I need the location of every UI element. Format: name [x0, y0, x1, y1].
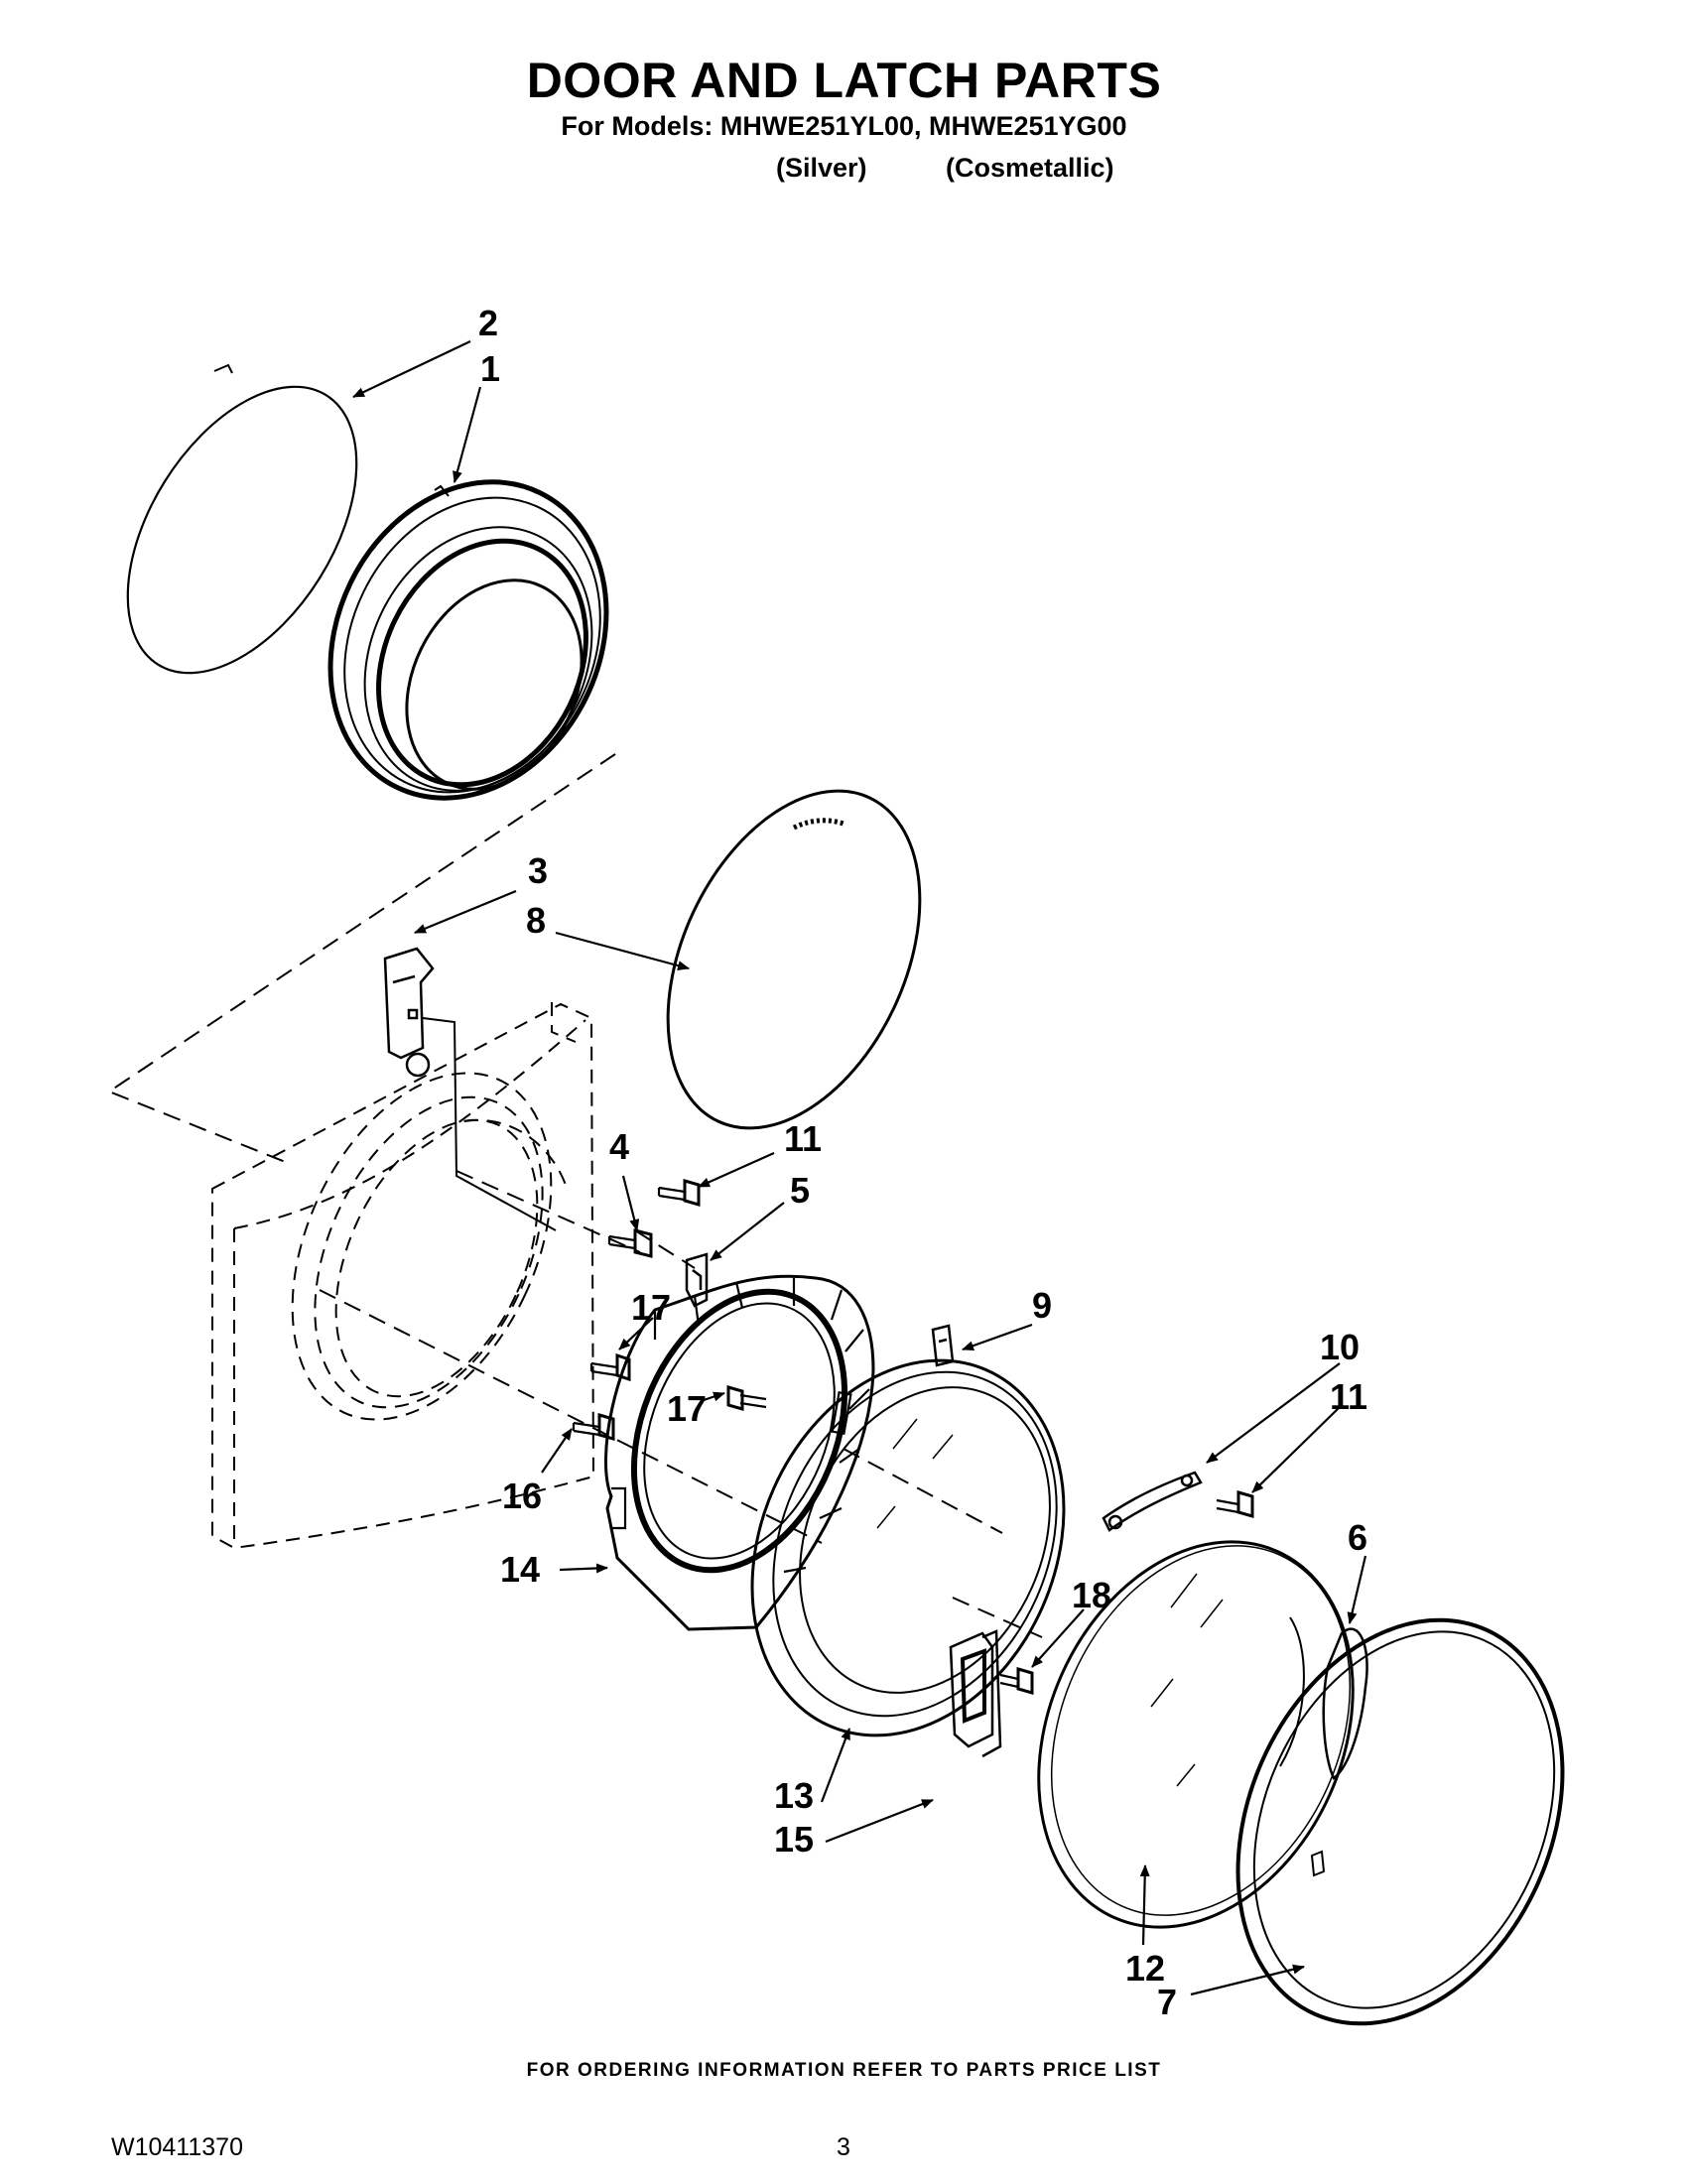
callout-15: 15	[774, 1819, 814, 1860]
callout-10: 10	[1320, 1327, 1360, 1367]
part-1-door-boot	[327, 479, 609, 801]
part-8-inner-clamp	[666, 789, 922, 1130]
callout-11-lower: 11	[1330, 1376, 1367, 1417]
part-7-outer-door-ring	[1235, 1617, 1565, 2026]
callout-8: 8	[526, 900, 546, 941]
variant-silver-label: (Silver)	[776, 153, 867, 183]
callout-17-left: 17	[631, 1287, 671, 1328]
callout-5: 5	[790, 1170, 810, 1211]
part-17-screw-left	[589, 1352, 631, 1382]
callout-2: 2	[478, 303, 498, 343]
leader-arrows	[352, 340, 1367, 1996]
callout-13: 13	[774, 1775, 814, 1816]
callout-9: 9	[1032, 1285, 1052, 1326]
ordering-info-note: FOR ORDERING INFORMATION REFER TO PARTS …	[526, 2060, 1162, 2081]
part-13-door-glass-bowl	[750, 1358, 1066, 1737]
callout-3: 3	[528, 850, 548, 891]
part-2-clamp-ring	[126, 363, 358, 675]
callout-1: 1	[480, 348, 500, 389]
part-5-latch-bracket	[685, 1252, 709, 1308]
callout-11-upper: 11	[784, 1118, 822, 1159]
part-11-screw-lower	[1216, 1490, 1254, 1518]
callout-4: 4	[609, 1126, 629, 1167]
part-16-screw	[572, 1413, 615, 1441]
page-number: 3	[837, 2133, 850, 2161]
part-15-handle-assembly	[949, 1629, 1002, 1758]
front-panel-outline	[211, 1002, 595, 1550]
page-title: DOOR AND LATCH PARTS	[526, 53, 1162, 108]
callout-14: 14	[500, 1549, 540, 1590]
part-14-inner-door-frame	[604, 1274, 875, 1631]
part-3-door-switch	[383, 947, 557, 1231]
callout-16: 16	[502, 1476, 542, 1516]
document-number: W10411370	[111, 2133, 243, 2161]
callout-6: 6	[1348, 1517, 1367, 1558]
models-line: For Models: MHWE251YL00, MHWE251YG00	[561, 111, 1127, 141]
part-11-screw-upper	[657, 1179, 701, 1207]
part-12-outer-glass	[1037, 1540, 1355, 1929]
part-17-screw-right	[726, 1385, 767, 1411]
assembly-lines	[106, 753, 1043, 1638]
part-18-screw	[999, 1667, 1034, 1695]
variant-cosmetallic-label: (Cosmetallic)	[946, 153, 1114, 183]
part-10-hinge	[1102, 1471, 1203, 1532]
callout-17-right: 17	[667, 1388, 707, 1429]
callout-7: 7	[1157, 1982, 1177, 2022]
callout-18: 18	[1072, 1575, 1111, 1615]
part-4-screw	[607, 1228, 653, 1258]
callout-12: 12	[1125, 1948, 1165, 1989]
